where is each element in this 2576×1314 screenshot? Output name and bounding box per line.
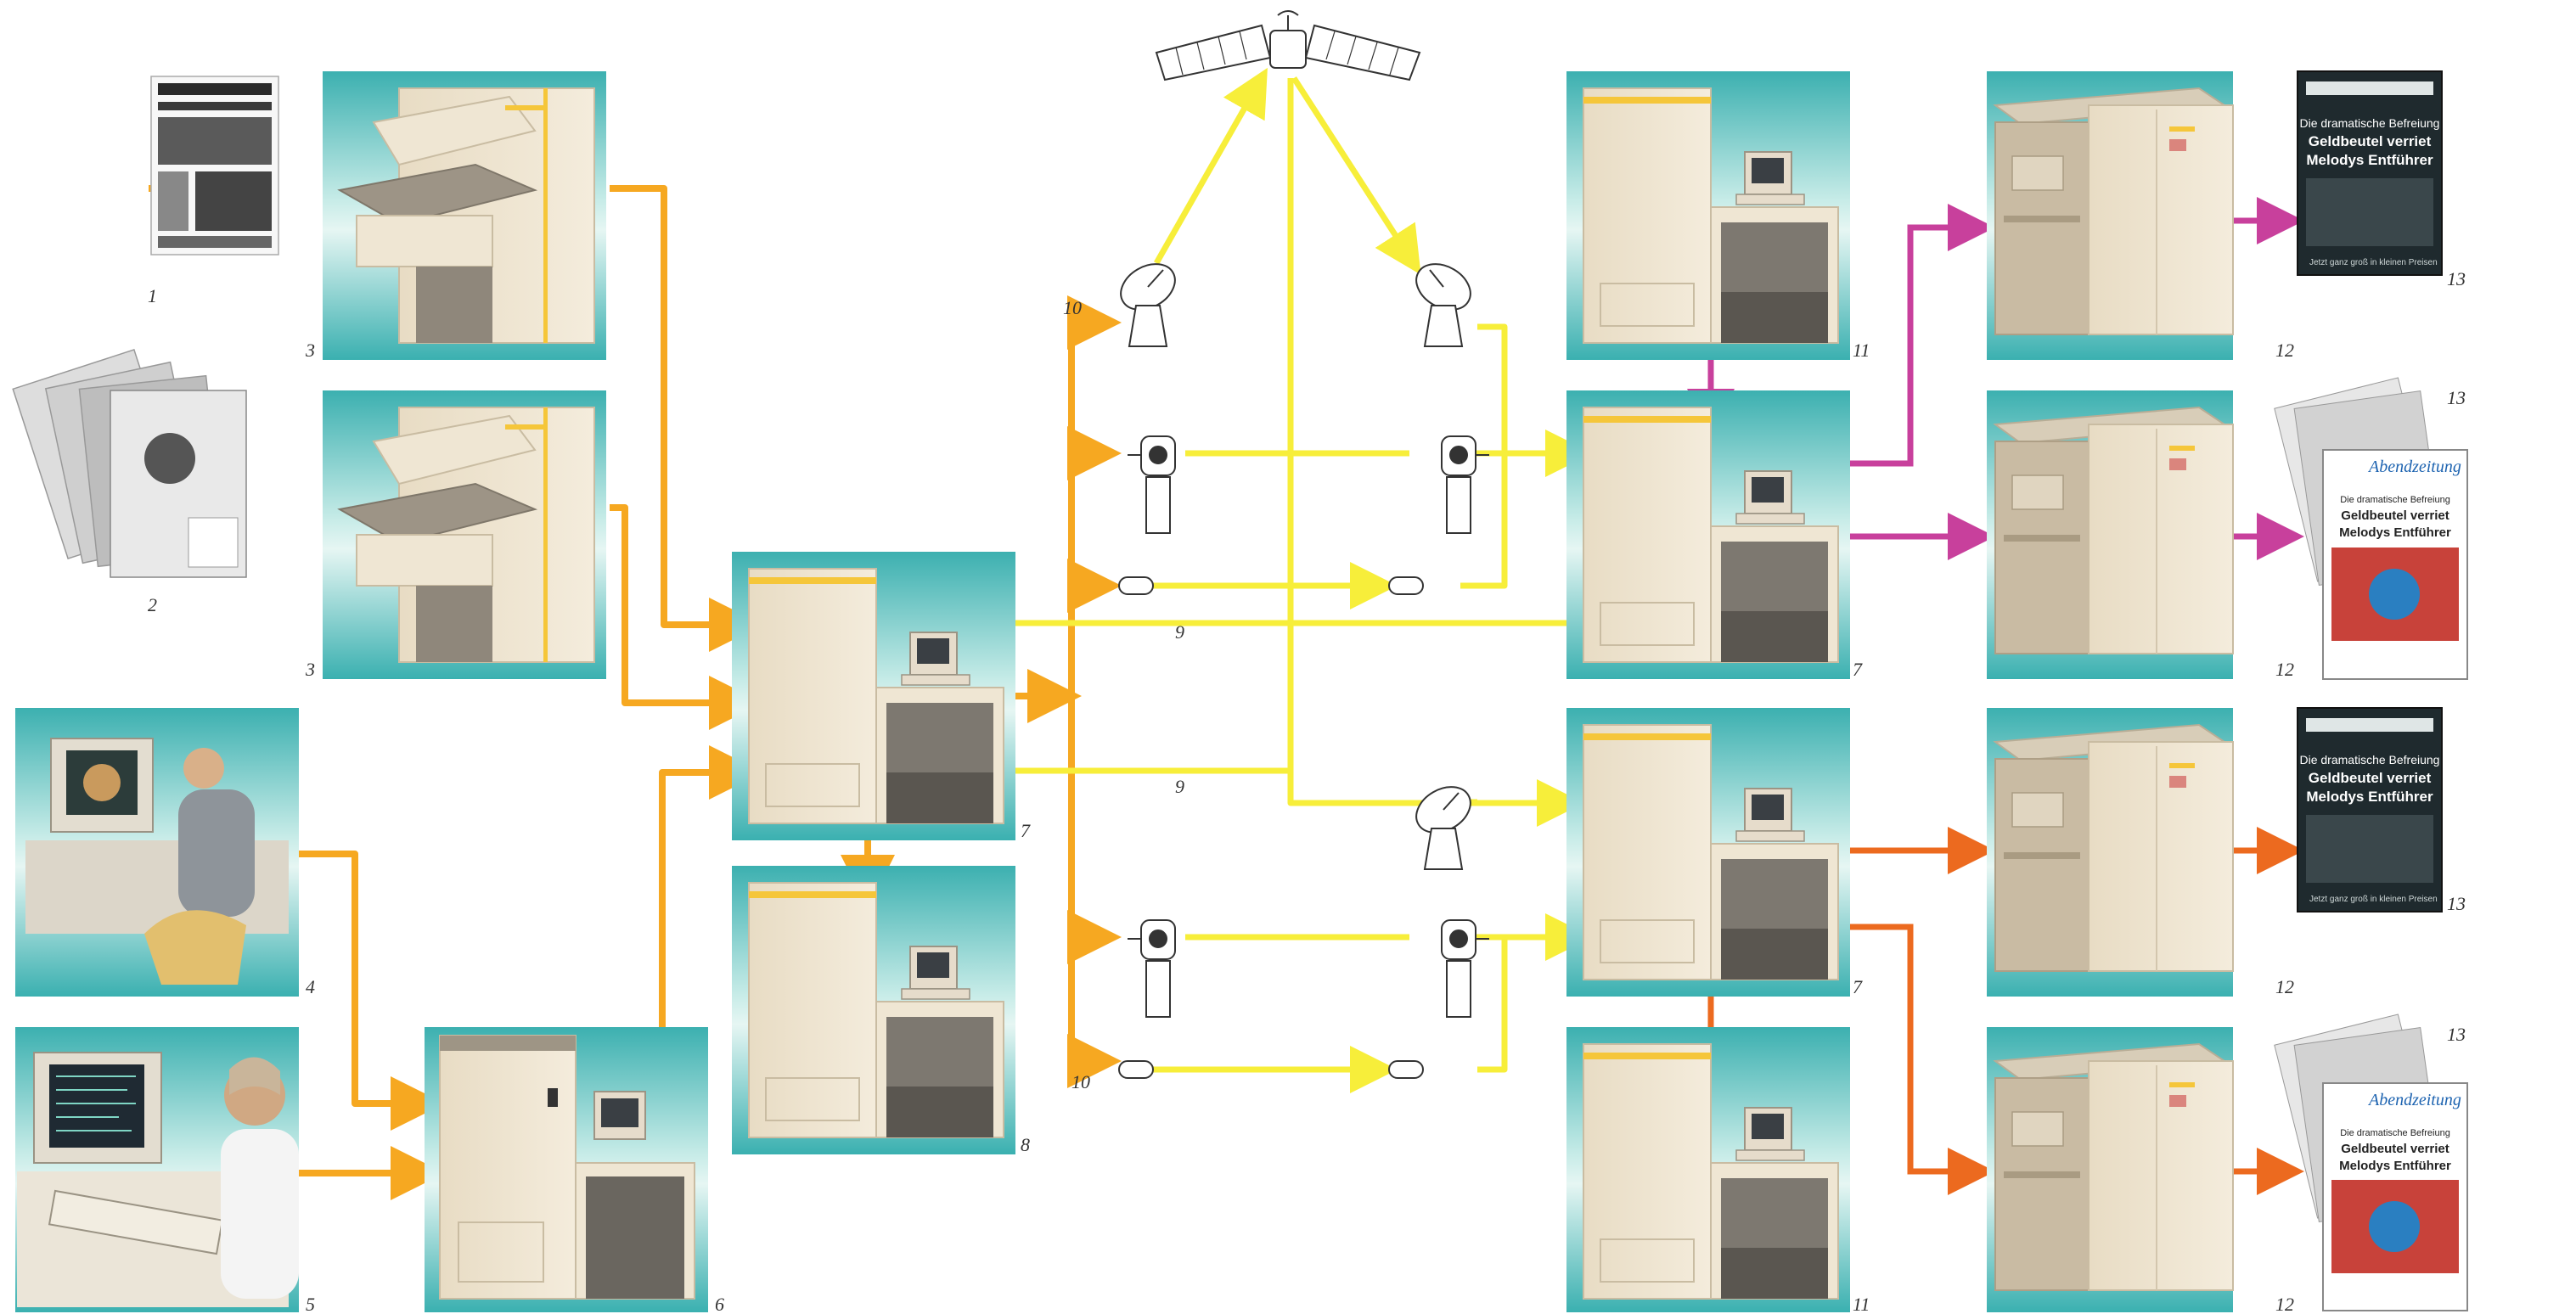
output-color-prints-2: Abendzeitung Die dramatische Befreiung G… (2274, 377, 2468, 680)
headline-line-1: Die dramatische Befreiung (2300, 753, 2440, 766)
label-13a: 13 (2447, 268, 2466, 289)
workstation-8 (732, 866, 1015, 1154)
input-flow-lines (149, 161, 1122, 1200)
step-number-labels: 1 2 3 3 4 5 6 7 8 9 9 10 10 11 11 7 7 12… (148, 268, 2466, 1314)
label-12d: 12 (2275, 1294, 2294, 1314)
footer-line: Jetzt ganz groß in kleinen Preisen (2309, 895, 2438, 904)
label-8: 8 (1021, 1134, 1030, 1155)
photo-prints-icon (12, 349, 247, 578)
masthead: Abendzeitung (2367, 1091, 2461, 1109)
label-11a: 11 (1853, 340, 1870, 361)
printer-12-1 (1987, 71, 2234, 360)
central-workstation-7 (732, 552, 1015, 840)
label-7-upper: 7 (1853, 659, 1863, 680)
headline-line-1: Die dramatische Befreiung (2340, 1128, 2450, 1138)
workstation-6 (425, 1027, 708, 1312)
label-1: 1 (148, 285, 157, 306)
label-12a: 12 (2275, 340, 2294, 361)
headline-line-3: Melodys Entführer (2306, 789, 2433, 805)
label-7-central: 7 (1021, 820, 1031, 841)
scanner-3-top (323, 71, 606, 360)
printer-12-3 (1987, 708, 2234, 997)
label-10b: 10 (1071, 1071, 1090, 1092)
label-3a: 3 (305, 340, 315, 361)
headline-line-3: Melodys Entführer (2339, 525, 2451, 540)
printer-12-2 (1987, 390, 2234, 679)
label-10a: 10 (1063, 297, 1082, 318)
headline-line-2: Geldbeutel verriet (2341, 1142, 2449, 1156)
label-11b: 11 (1853, 1294, 1870, 1314)
receiving-workstation-7-lower (1566, 708, 1850, 997)
receiving-workstation-11-top (1566, 71, 1850, 360)
label-13d: 13 (2447, 1024, 2466, 1045)
footer-line: Jetzt ganz groß in kleinen Preisen (2309, 258, 2438, 267)
label-7-lower: 7 (1853, 976, 1863, 997)
satellite-flow-lines (1014, 67, 1615, 1093)
label-2: 2 (148, 594, 157, 615)
headline-line-2: Geldbeutel verriet (2309, 133, 2432, 149)
headline-line-2: Geldbeutel verriet (2341, 508, 2449, 523)
label-4: 4 (306, 976, 315, 997)
label-12b: 12 (2275, 659, 2294, 680)
receiving-workstation-11-bottom (1566, 1027, 1850, 1312)
label-3b: 3 (305, 659, 315, 680)
headline-line-1: Die dramatische Befreiung (2300, 116, 2440, 130)
input-newspaper-page (150, 76, 279, 256)
headline-line-2: Geldbeutel verriet (2309, 770, 2432, 786)
printer-12-4 (1987, 1027, 2234, 1312)
label-13c: 13 (2447, 893, 2466, 914)
headline-line-3: Melodys Entführer (2306, 152, 2433, 168)
label-5: 5 (306, 1294, 315, 1314)
headline-line-1: Die dramatische Befreiung (2340, 495, 2450, 505)
headline-line-3: Melodys Entführer (2339, 1159, 2451, 1173)
output-color-prints-4: Abendzeitung Die dramatische Befreiung G… (2274, 1014, 2468, 1311)
masthead: Abendzeitung (2367, 458, 2461, 476)
satellite-icon (1155, 10, 1421, 81)
label-12c: 12 (2275, 976, 2294, 997)
output-film-negative-1: Die dramatische Befreiung Geldbeutel ver… (2297, 70, 2443, 276)
cable-icon (1118, 576, 1424, 1079)
operator-photo-4 (15, 708, 299, 997)
operator-photo-5 (15, 1027, 299, 1312)
receiving-workstation-7-upper (1566, 390, 1850, 679)
label-6: 6 (715, 1294, 724, 1314)
output-film-negative-3: Die dramatische Befreiung Geldbeutel ver… (2297, 707, 2443, 912)
scanner-3-bottom (323, 390, 606, 679)
dish-antenna-icon (1120, 263, 1471, 870)
label-9a: 9 (1175, 621, 1184, 643)
microwave-tower-icon (1128, 435, 1489, 1018)
label-13b: 13 (2447, 387, 2466, 408)
label-9b: 9 (1175, 776, 1184, 797)
